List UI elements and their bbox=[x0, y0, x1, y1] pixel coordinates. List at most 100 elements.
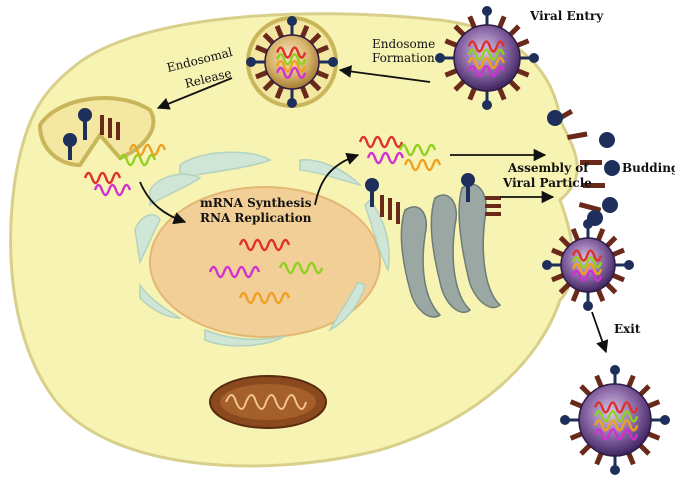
label-mrna-synthesis: mRNA Synthesis bbox=[200, 196, 312, 210]
rna-magenta bbox=[366, 151, 405, 165]
spike bbox=[569, 431, 583, 441]
spike bbox=[626, 452, 636, 466]
spike-head bbox=[542, 260, 552, 270]
virion-rna bbox=[594, 410, 639, 423]
virion-rna bbox=[467, 65, 505, 78]
spike-head bbox=[624, 260, 634, 270]
spike bbox=[309, 79, 322, 92]
spike bbox=[467, 15, 477, 29]
spike-head bbox=[482, 6, 492, 16]
spike bbox=[444, 68, 458, 78]
spike bbox=[497, 87, 507, 101]
endosome-release bbox=[37, 96, 156, 168]
virion-rna bbox=[594, 419, 639, 432]
spike bbox=[508, 79, 521, 92]
rna-orange bbox=[128, 143, 167, 157]
arrow-endosome-formation bbox=[338, 65, 431, 83]
spike bbox=[444, 38, 458, 48]
virion-rna bbox=[467, 56, 505, 70]
spike bbox=[467, 87, 477, 101]
virion-rna bbox=[276, 53, 307, 66]
spike bbox=[255, 44, 269, 54]
spike-head bbox=[246, 57, 256, 67]
virion-rna bbox=[594, 401, 639, 414]
nucleus bbox=[149, 186, 381, 338]
spike bbox=[274, 25, 284, 39]
label-rna-replication: RNA Replication bbox=[200, 211, 312, 225]
spike bbox=[596, 228, 606, 242]
arrows bbox=[139, 65, 609, 354]
spike bbox=[453, 79, 466, 92]
spike bbox=[516, 68, 530, 78]
label-assembly-2: Viral Particle bbox=[502, 176, 592, 190]
spike-head bbox=[610, 365, 620, 375]
arrow-to-nucleus bbox=[139, 181, 187, 225]
spike bbox=[558, 282, 571, 295]
spike bbox=[516, 38, 530, 48]
spike bbox=[611, 273, 625, 283]
rna-red bbox=[358, 135, 404, 149]
spike bbox=[309, 32, 322, 45]
rna-strands bbox=[83, 135, 442, 305]
label-exit: Exit bbox=[614, 322, 641, 336]
spike bbox=[569, 399, 583, 409]
spike bbox=[300, 25, 310, 39]
spike bbox=[262, 32, 275, 45]
virion-envelope bbox=[578, 383, 652, 457]
spike-head bbox=[660, 415, 670, 425]
spike-head bbox=[482, 100, 492, 110]
label-endosome-formation-2: Formation bbox=[372, 51, 435, 65]
spike bbox=[315, 44, 329, 54]
spike bbox=[453, 24, 466, 37]
virion-rna bbox=[594, 428, 639, 441]
label-endosome-formation-1: Endosome bbox=[372, 37, 435, 51]
spike-head bbox=[328, 57, 338, 67]
rna-green bbox=[278, 261, 324, 275]
rna-orange bbox=[238, 291, 291, 305]
arrow-endosomal-release bbox=[156, 77, 233, 110]
rna-green bbox=[398, 143, 437, 157]
spike-head bbox=[560, 415, 570, 425]
spike bbox=[570, 288, 580, 302]
spike bbox=[508, 24, 521, 37]
spike bbox=[647, 431, 661, 441]
endosome-virion bbox=[246, 16, 338, 108]
arrow-exit bbox=[591, 311, 609, 354]
label-viral-entry: Viral Entry bbox=[529, 9, 604, 23]
spike-head bbox=[610, 465, 620, 475]
spike bbox=[497, 15, 507, 29]
spike-head bbox=[287, 16, 297, 26]
mitochondrion bbox=[209, 375, 327, 429]
spike bbox=[262, 79, 275, 92]
rna-red bbox=[238, 238, 291, 252]
budding-spikes bbox=[547, 109, 620, 226]
label-budding: Budding bbox=[622, 161, 675, 175]
spike-head bbox=[529, 53, 539, 63]
spike bbox=[605, 235, 618, 248]
spike bbox=[558, 235, 571, 248]
spike bbox=[551, 273, 565, 283]
virion-rna bbox=[467, 40, 505, 53]
virion-rna bbox=[276, 46, 307, 59]
virion-rna bbox=[572, 249, 603, 262]
spike bbox=[551, 247, 565, 257]
rna-red bbox=[83, 171, 122, 185]
spike-head bbox=[583, 301, 593, 311]
virion-rna bbox=[572, 269, 603, 282]
spike bbox=[255, 70, 269, 80]
rna-green bbox=[118, 153, 157, 167]
virion-budded bbox=[542, 219, 634, 311]
spike bbox=[579, 384, 592, 397]
virion-rna bbox=[572, 262, 603, 276]
virion-entry bbox=[435, 6, 539, 110]
spike bbox=[638, 384, 651, 397]
spike bbox=[611, 247, 625, 257]
virion-rna bbox=[276, 59, 307, 73]
golgi-apparatus bbox=[400, 183, 502, 318]
rna-orange bbox=[403, 158, 442, 172]
rna-magenta bbox=[208, 265, 261, 279]
spike bbox=[300, 85, 310, 99]
spike bbox=[596, 288, 606, 302]
label-assembly-1: Assembly of bbox=[507, 161, 589, 175]
